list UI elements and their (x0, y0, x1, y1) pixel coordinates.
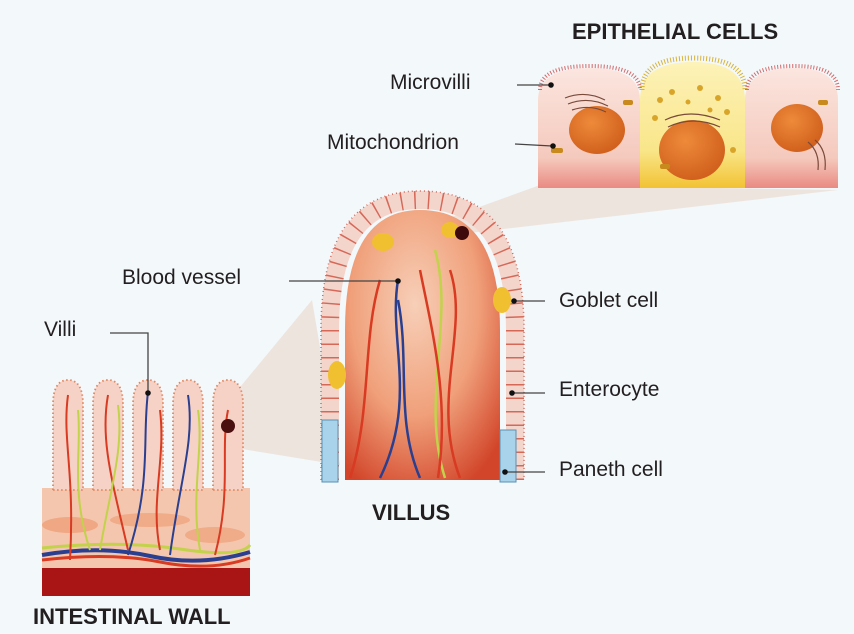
villus-graphic (321, 191, 524, 482)
villus-zoom-marker (221, 419, 235, 433)
villus-title: VILLUS (372, 500, 450, 526)
label-goblet-cell: Goblet cell (559, 289, 658, 313)
muscle-layer (42, 567, 250, 596)
label-microvilli: Microvilli (390, 71, 471, 95)
epithelial-cells-title: EPITHELIAL CELLS (572, 19, 778, 45)
label-enterocyte: Enterocyte (559, 378, 659, 402)
intestinal-wall-graphic (42, 380, 250, 596)
intestinal-wall-title: INTESTINAL WALL (33, 604, 231, 630)
label-paneth-cell: Paneth cell (559, 458, 663, 482)
label-blood-vessel: Blood vessel (122, 266, 241, 290)
label-mitochondrion: Mitochondrion (327, 131, 459, 155)
label-villi: Villi (44, 318, 76, 342)
epithelial-cells-graphic (538, 58, 838, 188)
